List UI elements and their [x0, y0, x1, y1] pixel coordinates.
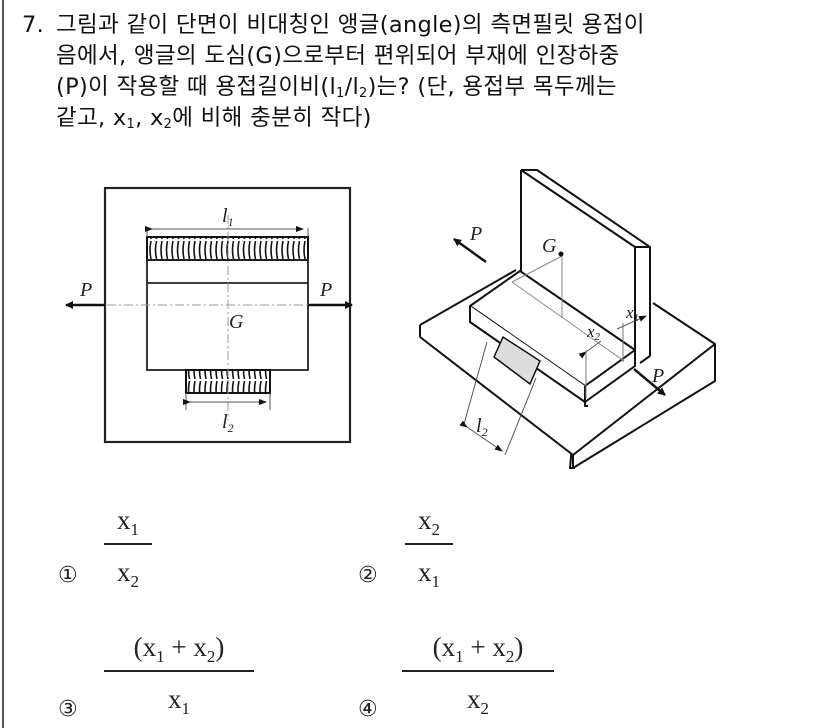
choice-1-fraction: x1 x2 — [104, 503, 152, 590]
question-line-2: 음에서, 앵글의 도심(G)으로부터 편위되어 부재에 인장하중 — [56, 43, 620, 69]
label-x2: x2 — [586, 322, 601, 343]
dimension-l2-iso — [459, 420, 503, 452]
dimension-x2 — [578, 340, 602, 359]
choice-2-fraction: x2 x1 — [405, 503, 453, 590]
label-p-bottom: P — [651, 365, 664, 387]
dimension-x1 — [616, 315, 647, 330]
question-line-3: (P)이 작용할 때 용접길이비(l1/l2)는? (단, 용접부 목두께는 — [56, 74, 617, 101]
plan-view-figure: l1 l2 P P G — [65, 186, 353, 444]
fraction-bar — [402, 670, 554, 672]
base-plate-outline — [103, 186, 352, 444]
label-l2-iso: l2 — [476, 415, 488, 439]
choice-4-fraction: (x1 + x2) x2 — [402, 630, 554, 717]
question-text: 7.그림과 같이 단면이 비대칭인 앵글(angle)의 측면필릿 용접이 음에… — [22, 10, 802, 134]
load-arrow-top — [453, 237, 487, 264]
choice-3-fraction: (x1 + x2) x1 — [104, 630, 254, 717]
choice-4-marker: ④ — [358, 697, 378, 722]
question-line-4: 같고, x1, x2에 비해 충분히 작다) — [56, 105, 372, 132]
page-left-border — [2, 0, 4, 728]
fraction-bar — [104, 543, 152, 545]
label-g: G — [229, 311, 244, 333]
label-p-right: P — [319, 279, 332, 301]
choice-2-marker: ② — [358, 563, 378, 588]
weld-region-l2 — [493, 336, 541, 385]
fraction-bar — [405, 543, 453, 545]
load-arrow-bottom — [633, 368, 666, 396]
label-x1: x1 — [625, 303, 639, 324]
question-line-1: 7.그림과 같이 단면이 비대칭인 앵글(angle)의 측면필릿 용접이 — [22, 10, 802, 41]
centroid-point — [558, 251, 564, 257]
question-number: 7. — [22, 12, 45, 38]
isometric-view-figure — [419, 169, 716, 469]
label-g-iso: G — [542, 235, 557, 257]
label-l2: l2 — [222, 411, 234, 435]
label-p-left: P — [79, 279, 92, 301]
label-p-top: P — [469, 223, 482, 245]
choice-3-marker: ③ — [58, 697, 78, 722]
choice-1-marker: ① — [58, 563, 78, 588]
label-l1: l1 — [222, 205, 234, 229]
fraction-bar — [104, 670, 254, 672]
